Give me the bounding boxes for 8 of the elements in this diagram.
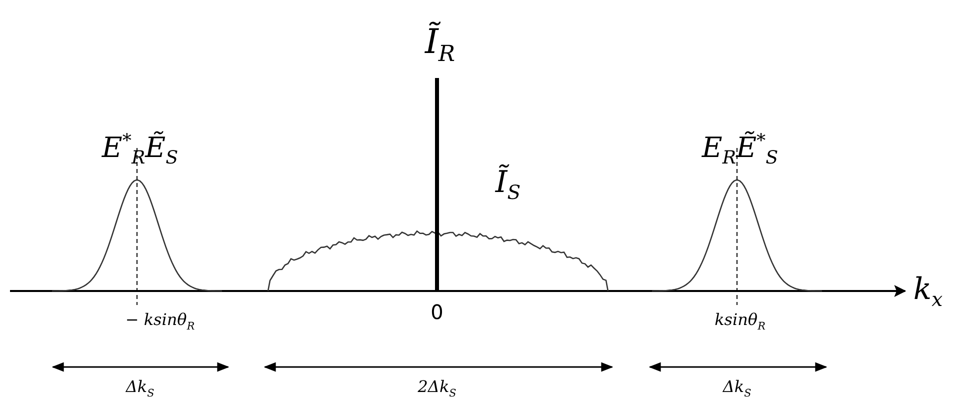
dimension-label: 2Δk$_{S}$	[418, 379, 456, 399]
axis-label: k$_{x}$	[913, 274, 943, 310]
dimension-label: Δk$_{S}$	[126, 379, 154, 399]
tick-label: − ksinθ$_{R}$	[125, 312, 195, 332]
tick-label: 0	[430, 302, 444, 322]
peak-label: E$^{*}$$_{R}$Ẽ$_{S}$	[102, 132, 178, 168]
dimension-label: Δk$_{S}$	[722, 379, 752, 399]
tick-label: ksinθ$_{R}$	[714, 312, 766, 332]
